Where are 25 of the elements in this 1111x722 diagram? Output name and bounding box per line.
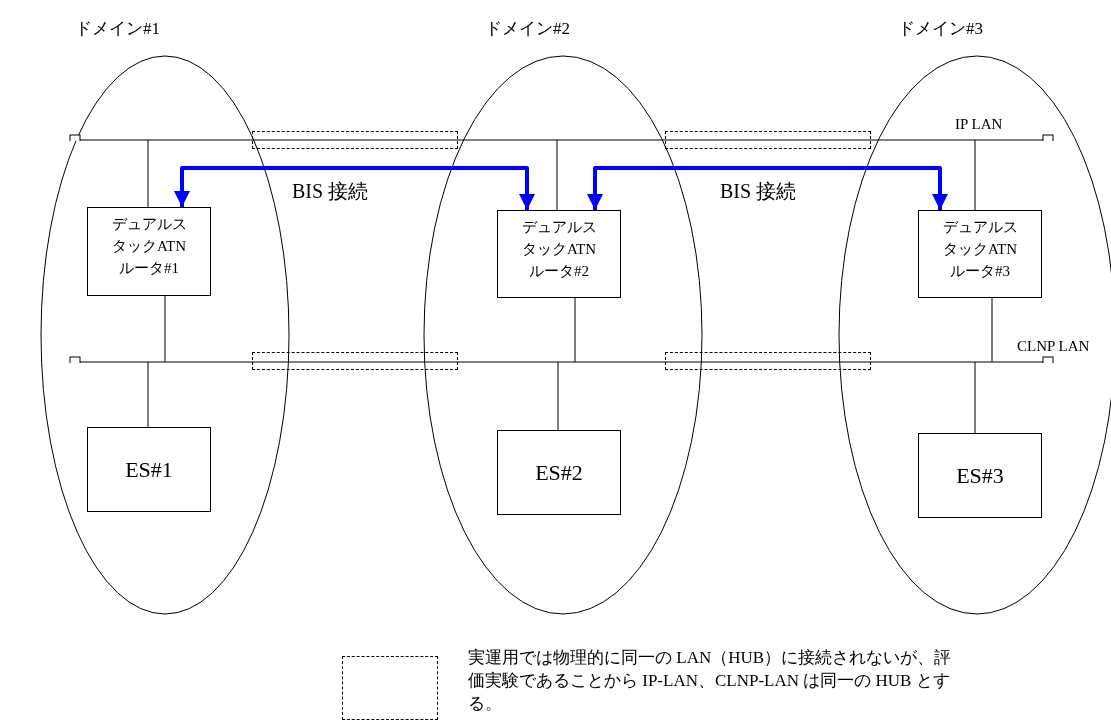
end-system-box: ES#1 bbox=[87, 427, 211, 512]
connector-line bbox=[991, 297, 993, 363]
domain-heading: ドメイン#1 bbox=[75, 18, 160, 40]
legend-text: 実運用では物理的に同一の LAN（HUB）に接続されないが、評価実験であることから IP-LAN、CLNP-LAN は同一の HUB とする。 bbox=[468, 647, 953, 715]
connector-line bbox=[974, 361, 976, 434]
hub-outline bbox=[665, 352, 871, 370]
hub-outline bbox=[665, 131, 871, 149]
connector-line bbox=[974, 139, 976, 211]
router-box: デュアルスタックATNルータ#2 bbox=[497, 210, 621, 298]
double-headed-arrow bbox=[174, 166, 535, 210]
hub-outline bbox=[252, 352, 458, 370]
double-headed-arrow bbox=[587, 166, 948, 210]
connector-line bbox=[557, 361, 559, 431]
connector-line bbox=[556, 139, 558, 211]
hub-outline bbox=[252, 131, 458, 149]
router-box: デュアルスタックATNルータ#3 bbox=[918, 210, 1042, 298]
router-box: デュアルスタックATNルータ#1 bbox=[87, 207, 211, 296]
domain-heading: ドメイン#3 bbox=[898, 18, 983, 40]
end-system-box: ES#2 bbox=[497, 430, 621, 515]
domain-heading: ドメイン#2 bbox=[485, 18, 570, 40]
connector-line bbox=[574, 297, 576, 363]
connector-line bbox=[147, 139, 149, 208]
end-system-box: ES#3 bbox=[918, 433, 1042, 518]
connector-line bbox=[164, 295, 166, 363]
connector-line bbox=[147, 361, 149, 428]
